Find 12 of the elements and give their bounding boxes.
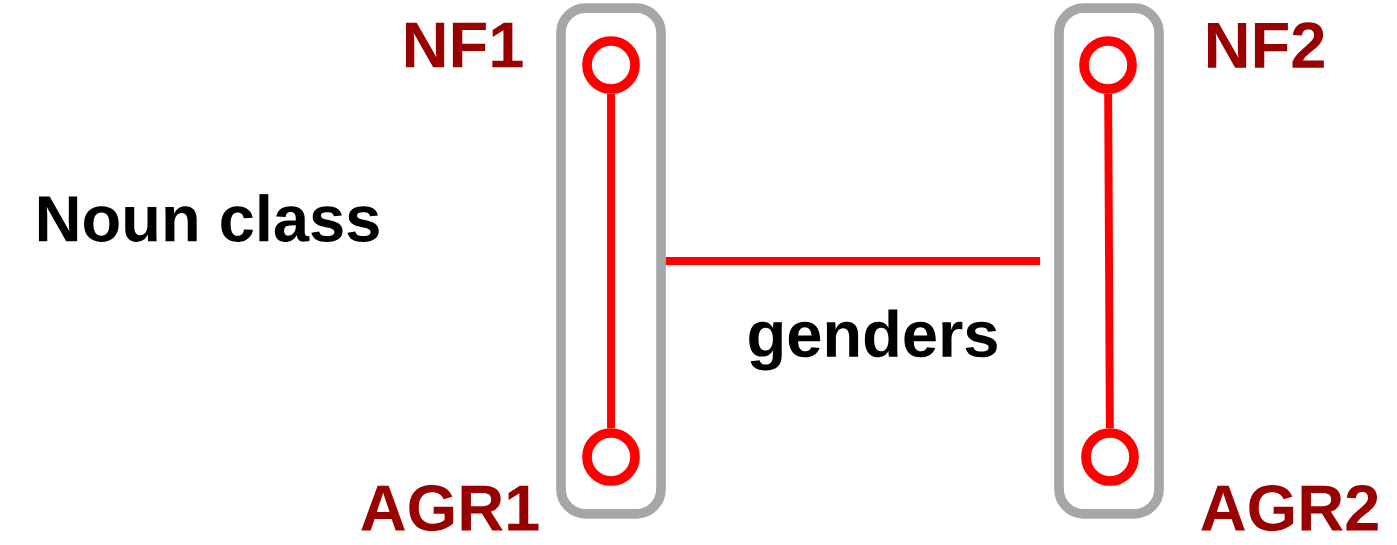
circle-node [582, 36, 640, 94]
edge-label: genders [744, 307, 1002, 373]
circle-label: AGR2 [1201, 485, 1378, 531]
circle-node [1079, 36, 1137, 94]
circle-label: AGR1 [361, 485, 539, 531]
circle-label: NF1 [405, 22, 523, 68]
circle-label: NF2 [1207, 22, 1324, 68]
rounded-box [556, 3, 666, 519]
side-label: Noun class [38, 194, 379, 242]
circle-node [1081, 428, 1139, 486]
circle-node [582, 428, 640, 486]
rounded-box [1054, 3, 1164, 519]
